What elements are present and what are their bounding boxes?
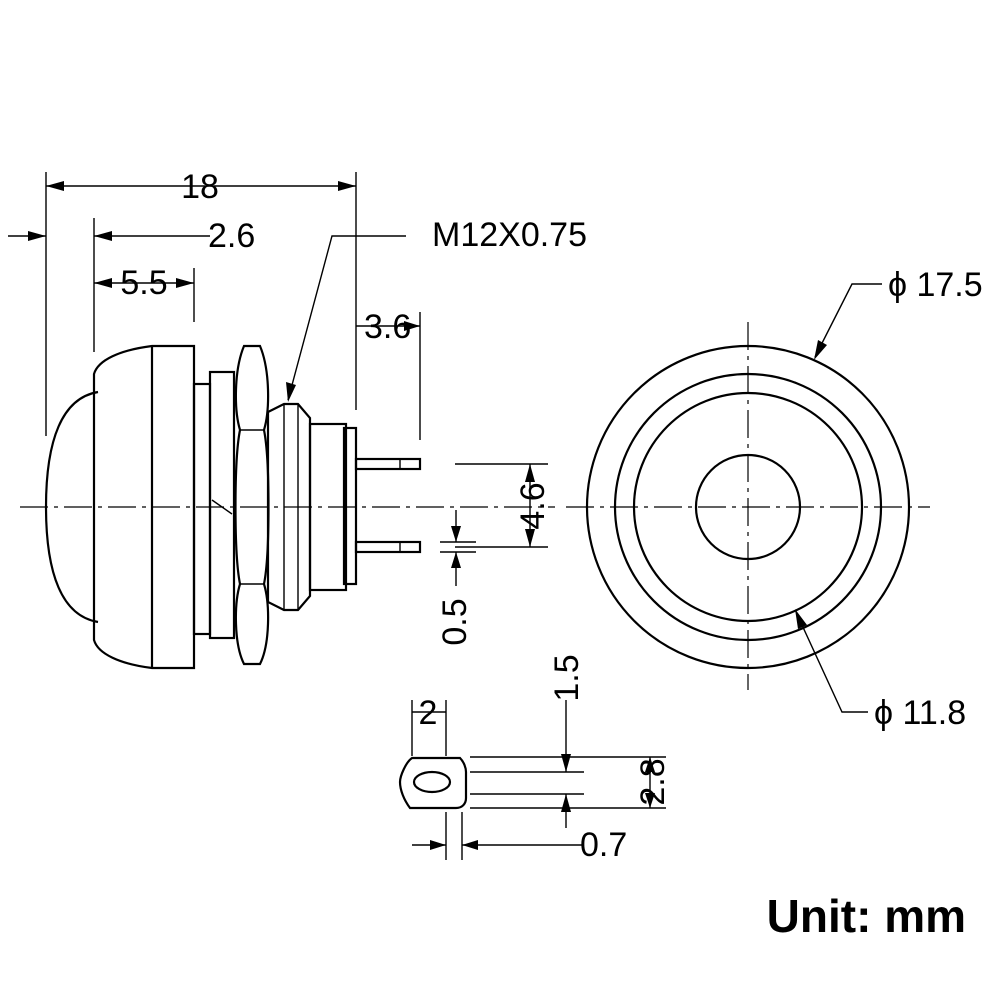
terminal-upper [354,457,422,471]
terminal-tab [398,756,468,810]
dim-hole-diameter: 1.5 [548,654,586,701]
side-view: 18 2.6 5.5 M12X0.75 3.6 4.6 [8,168,587,670]
threaded-body [266,402,312,612]
front-view: ϕ 17.5 ϕ 11.8 [566,266,983,732]
dim-shoulder-length: 2.6 [208,217,255,255]
dim-overall-length: 18 [181,168,219,206]
rear-housing [308,422,348,592]
terminal-hole [412,770,452,794]
dim-terminal-thickness: 0.5 [436,598,474,645]
button-center [694,453,802,561]
unit-note: Unit: mm [767,890,966,942]
button-dome [44,390,99,624]
dim-cap-length: 5.5 [120,264,167,302]
thread-spec-label: M12X0.75 [432,216,587,254]
lock-washer [208,370,236,640]
cap-ring [632,391,864,623]
nut-ring [613,372,883,642]
rear-base [342,426,358,586]
dim-tab-thickness: 0.7 [580,826,627,864]
terminal-detail: 2 1.5 2.8 0.7 [398,654,672,864]
dim-outer-diameter: ϕ 17.5 [888,266,983,304]
dim-tab-width: 2 [419,694,438,732]
dim-inner-diameter: ϕ 11.8 [874,694,966,732]
dim-terminal-spacing: 4.6 [514,482,552,529]
button-cap [92,344,196,670]
outer-rim [585,344,911,670]
hex-nut [234,344,270,666]
dim-terminal-length: 3.6 [364,308,411,346]
dim-tab-height: 2.8 [634,758,672,805]
terminal-lower [354,540,422,554]
shoulder-washer [192,382,212,636]
